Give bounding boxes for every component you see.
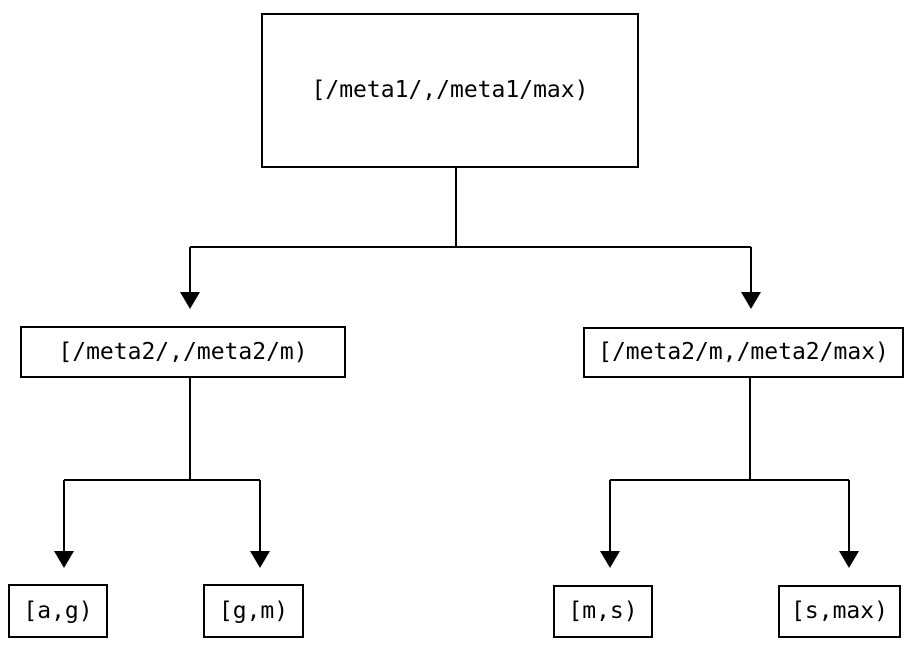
node-branch-right-label: [/meta2/m,/meta2/max)	[598, 339, 889, 365]
node-leaf-smax: [s,max)	[778, 585, 901, 638]
edge-root-to-branches	[189, 167, 752, 293]
node-branch-right: [/meta2/m,/meta2/max)	[583, 327, 904, 378]
arrowhead-leaf-smax-icon	[839, 551, 859, 568]
node-leaf-ag: [a,g)	[8, 584, 108, 638]
arrowhead-leaf-gm-icon	[250, 551, 270, 568]
node-leaf-ms: [m,s)	[553, 585, 653, 638]
arrowhead-leaf-ms-icon	[600, 551, 620, 568]
node-leaf-ms-label: [m,s)	[568, 598, 638, 624]
node-leaf-gm-label: [g,m)	[218, 597, 289, 624]
arrowhead-branch-right-icon	[741, 292, 761, 309]
node-branch-left: [/meta2/,/meta2/m)	[20, 326, 346, 378]
node-leaf-smax-label: [s,max)	[791, 598, 888, 624]
arrowhead-branch-left-icon	[180, 292, 200, 309]
edge-branch-left-to-leaves	[63, 378, 261, 552]
node-branch-left-label: [/meta2/,/meta2/m)	[58, 338, 308, 365]
arrowhead-leaf-ag-icon	[54, 551, 74, 568]
node-leaf-gm: [g,m)	[203, 584, 304, 638]
node-root-label: [/meta1/,/meta1/max)	[311, 77, 589, 103]
edge-branch-right-to-leaves	[609, 378, 850, 552]
node-root: [/meta1/,/meta1/max)	[261, 13, 639, 168]
node-leaf-ag-label: [a,g)	[23, 597, 93, 624]
